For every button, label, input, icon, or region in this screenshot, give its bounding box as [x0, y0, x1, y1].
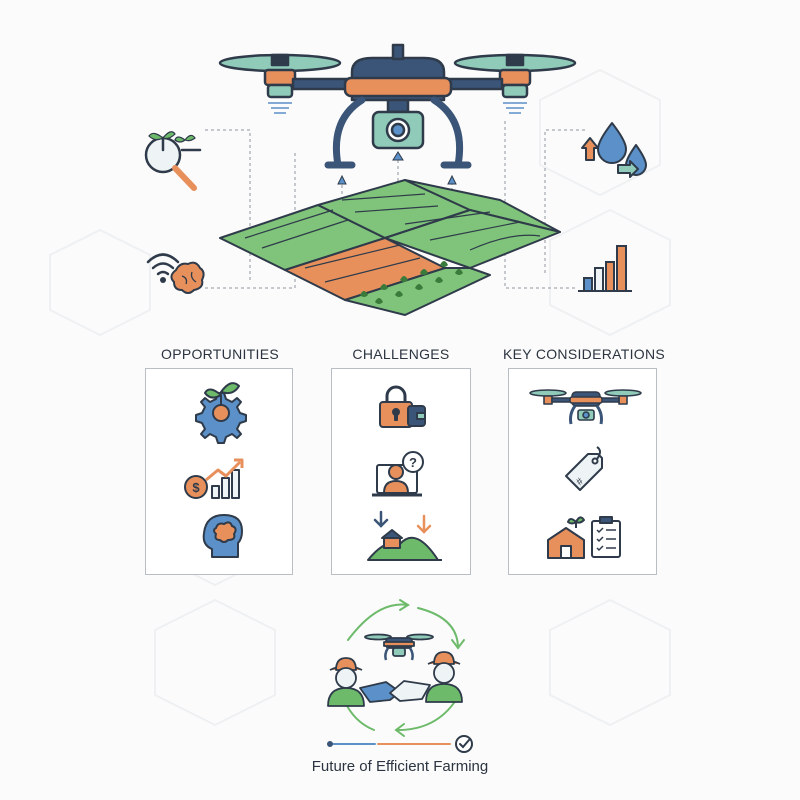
heading-key-considerations: KEY CONSIDERATIONS: [502, 346, 666, 362]
svg-text:?: ?: [409, 455, 417, 470]
svg-text:$: $: [192, 480, 200, 495]
heading-opportunities: OPPORTUNITIES: [161, 346, 279, 362]
heading-challenges: CHALLENGES: [352, 346, 450, 362]
footer-title: Future of Efficient Farming: [311, 758, 489, 775]
